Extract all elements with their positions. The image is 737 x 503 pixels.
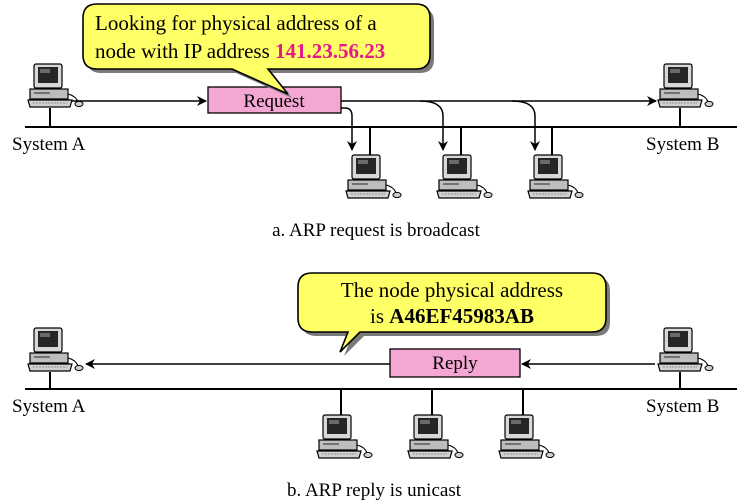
reply-label: Reply — [432, 353, 478, 374]
computer-icon — [27, 63, 84, 127]
request-arrow-node-1 — [341, 107, 357, 151]
request-callout: Looking for physical address of a node w… — [82, 3, 434, 98]
computer-icon — [27, 327, 84, 389]
caption-a: a. ARP request is broadcast — [272, 220, 480, 241]
computer-icon — [407, 389, 464, 459]
computer-icon — [657, 327, 714, 389]
part-b: Reply The node physical address is A46EF… — [12, 272, 737, 501]
request-packet: Request — [207, 86, 342, 114]
computer-icon — [527, 127, 584, 199]
request-callout-prefix: node with IP address — [95, 39, 275, 63]
computer-icon — [316, 389, 373, 459]
system-a-label: System A — [12, 396, 86, 417]
request-arrow-node-3 — [511, 100, 540, 151]
system-b-label: System B — [646, 134, 719, 155]
reply-packet: Reply — [389, 348, 521, 378]
computer-icon — [436, 127, 493, 199]
system-b-label: System B — [646, 396, 719, 417]
system-a-label: System A — [12, 134, 86, 155]
target-ip-address: 141.23.56.23 — [275, 39, 385, 63]
caption-b: b. ARP reply is unicast — [287, 480, 462, 501]
reply-callout: The node physical address is A46EF45983A… — [297, 272, 610, 356]
request-arrow-node-2 — [419, 100, 448, 151]
part-a: Request Looking for physical address of … — [12, 3, 737, 241]
computer-icon — [657, 63, 714, 127]
computer-icon — [345, 127, 402, 199]
reply-callout-line-2: is A46EF45983AB — [370, 304, 534, 328]
request-callout-line-2: node with IP address 141.23.56.23 — [95, 39, 385, 63]
physical-address: A46EF45983AB — [389, 304, 534, 328]
reply-callout-prefix: is — [370, 304, 389, 328]
reply-callout-line-1: The node physical address — [341, 278, 563, 302]
request-callout-line-1: Looking for physical address of a — [95, 11, 377, 35]
request-label: Request — [243, 91, 305, 112]
computer-icon — [498, 389, 555, 459]
